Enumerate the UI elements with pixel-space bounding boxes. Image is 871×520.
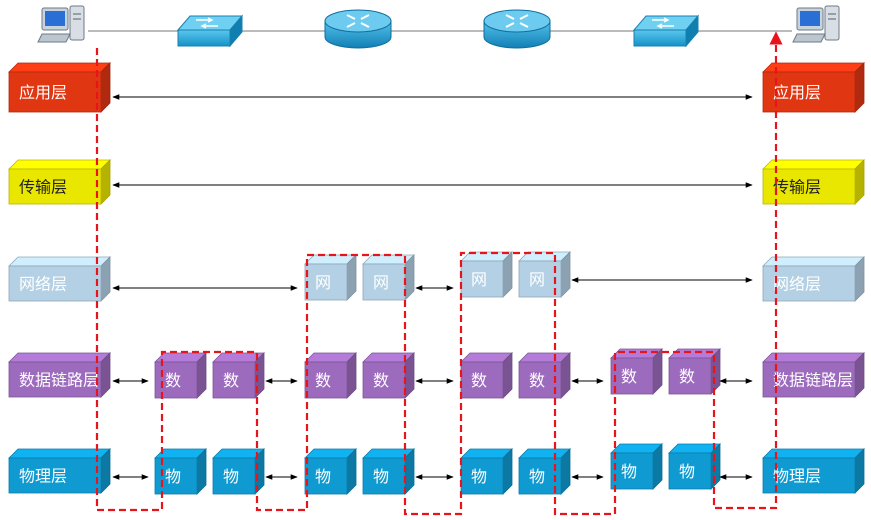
router1-physical-a: 物 — [304, 448, 357, 495]
switch2-physical-a-label: 物 — [621, 462, 637, 481]
router1-network-b-label: 网 — [373, 273, 389, 292]
switch2-datalink-a: 数 — [610, 348, 663, 395]
host-icon — [792, 5, 840, 43]
switch1-datalink-b: 数 — [212, 352, 265, 399]
left-transport-layer-label: 传输层 — [19, 178, 67, 197]
router-icon — [483, 9, 551, 49]
right-datalink-layer-label: 数据链路层 — [773, 371, 853, 390]
router2-datalink-b-label: 数 — [529, 371, 545, 390]
switch-icon — [176, 14, 244, 48]
router1-datalink-a: 数 — [304, 352, 357, 399]
router2-physical-a: 物 — [460, 448, 513, 495]
router1-physical-a-label: 物 — [315, 467, 331, 486]
data-path-line — [95, 31, 783, 516]
left-network-layer-label: 网络层 — [19, 275, 67, 294]
router1-physical-b-label: 物 — [373, 467, 389, 486]
router1-network-a-label: 网 — [315, 273, 331, 292]
router2-network-b-label: 网 — [529, 270, 545, 289]
router2-network-b: 网 — [518, 251, 571, 298]
right-network-layer: 网络层 — [762, 256, 865, 302]
switch-icon — [632, 14, 700, 48]
left-physical-layer: 物理层 — [8, 448, 111, 494]
left-network-layer: 网络层 — [8, 256, 111, 302]
left-application-layer: 应用层 — [8, 62, 111, 113]
data-path — [95, 31, 783, 516]
switch2-physical-b-label: 物 — [679, 462, 695, 481]
router2-physical-b: 物 — [518, 448, 571, 495]
switch2-datalink-a-label: 数 — [621, 367, 637, 386]
host-icon — [37, 5, 85, 43]
router1-physical-b: 物 — [362, 448, 415, 495]
router2-datalink-b: 数 — [518, 352, 571, 399]
router1-network-b: 网 — [362, 254, 415, 301]
switch1-datalink-b-label: 数 — [223, 371, 239, 390]
left-transport-layer: 传输层 — [8, 159, 111, 205]
router-icon — [324, 9, 392, 49]
switch1-physical-b-label: 物 — [223, 467, 239, 486]
right-datalink-layer: 数据链路层 — [762, 352, 865, 398]
switch2-datalink-b-label: 数 — [679, 367, 695, 386]
router1-network-a: 网 — [304, 254, 357, 301]
router2-physical-b-label: 物 — [529, 467, 545, 486]
right-transport-layer-label: 传输层 — [773, 178, 821, 197]
router2-network-a-label: 网 — [471, 270, 487, 289]
router2-network-a: 网 — [460, 251, 513, 298]
left-application-layer-label: 应用层 — [19, 83, 67, 102]
router2-physical-a-label: 物 — [471, 467, 487, 486]
router2-datalink-a: 数 — [460, 352, 513, 399]
left-physical-layer-label: 物理层 — [19, 467, 67, 486]
router2-datalink-a-label: 数 — [471, 371, 487, 390]
right-physical-layer-label: 物理层 — [773, 467, 821, 486]
switch2-physical-b: 物 — [668, 443, 721, 490]
left-datalink-layer-label: 数据链路层 — [19, 371, 99, 390]
switch2-physical-a: 物 — [610, 443, 663, 490]
layer-arrows — [112, 94, 753, 480]
switch1-physical-b: 物 — [212, 448, 265, 495]
router1-datalink-a-label: 数 — [315, 371, 331, 390]
right-application-layer: 应用层 — [762, 62, 865, 113]
right-network-layer-label: 网络层 — [773, 275, 821, 294]
switch2-datalink-b: 数 — [668, 348, 721, 395]
switch1-physical-a-label: 物 — [165, 467, 181, 486]
left-datalink-layer: 数据链路层 — [8, 352, 111, 398]
right-transport-layer: 传输层 — [762, 159, 865, 205]
switch1-datalink-a-label: 数 — [165, 371, 181, 390]
device-row — [37, 5, 840, 49]
right-application-layer-label: 应用层 — [773, 83, 821, 102]
router1-datalink-b: 数 — [362, 352, 415, 399]
router1-datalink-b-label: 数 — [373, 371, 389, 390]
right-physical-layer: 物理层 — [762, 448, 865, 494]
